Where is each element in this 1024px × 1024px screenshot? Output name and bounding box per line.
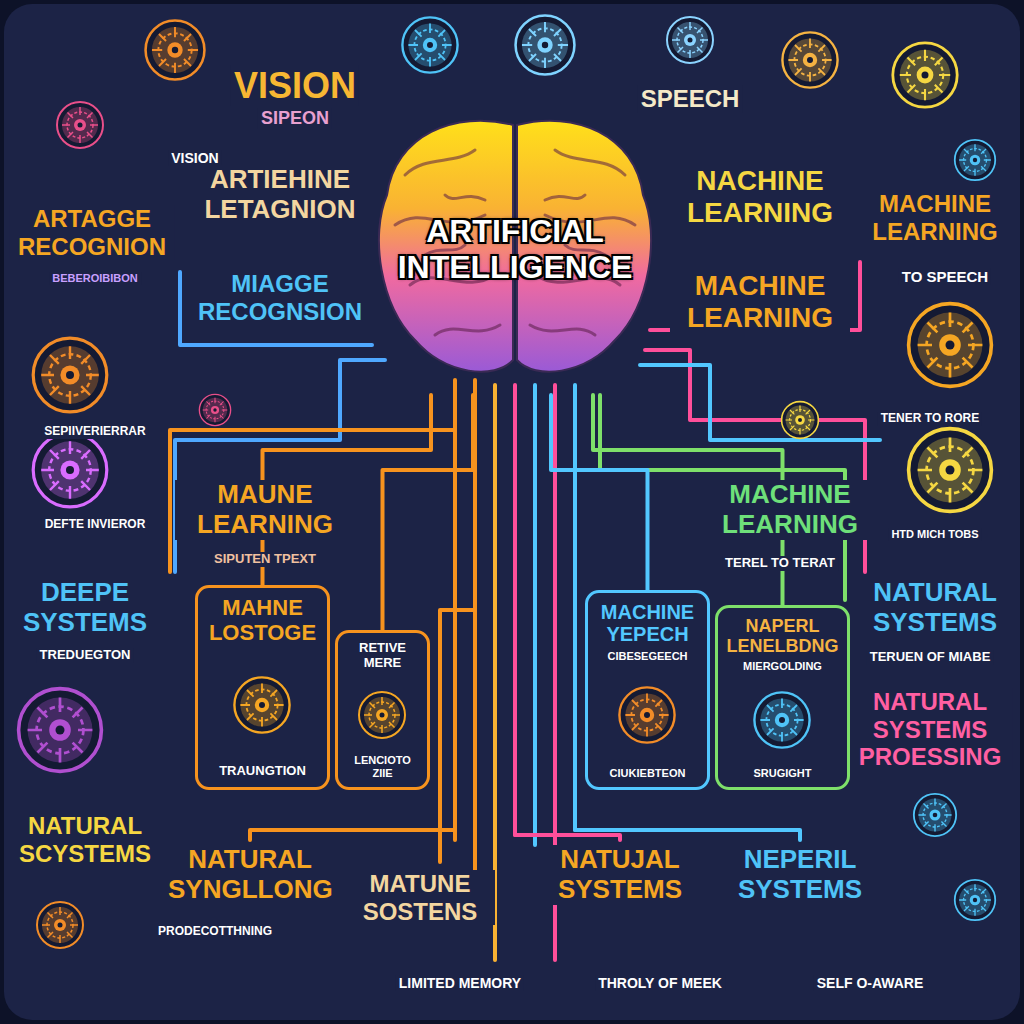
connector-wire bbox=[551, 395, 648, 590]
topic-heading: NATURAL SYSTEMS bbox=[860, 578, 1010, 638]
topic-heading: SIPEON bbox=[258, 108, 332, 129]
node-text: SRUGIGHT bbox=[724, 767, 841, 779]
node-text: MIERGOLDING bbox=[724, 660, 841, 672]
sub-label: SIPUTEN TPEXT bbox=[211, 552, 319, 567]
topic-heading: MACHINE LEARNING bbox=[690, 480, 890, 540]
sub-label: PRODECOTTHNING bbox=[155, 925, 275, 939]
sub-label: DEFTE INVIEROR bbox=[42, 518, 149, 532]
brain-node: ARTIFICIAL INTELLIGENCE bbox=[365, 105, 665, 395]
sub-label: TREDUEGTON bbox=[37, 648, 134, 663]
topic-panel: RETIVE MERE LENCIOTO ZIIE bbox=[335, 630, 430, 790]
sub-label: TENER TO RORE bbox=[878, 412, 982, 426]
sub-label: SEPIIVERIERRAR bbox=[41, 425, 148, 439]
node-text: TRAUNGTION bbox=[204, 764, 321, 779]
ground bbox=[4, 4, 1020, 1020]
topic-heading: MACHINE LEARNING bbox=[670, 270, 850, 334]
node-text: RETIVE MERE bbox=[344, 641, 421, 670]
topic-heading: NEPERIL SYSTEMS bbox=[715, 845, 885, 905]
topic-heading: NATURAL SCYSTEMS bbox=[10, 812, 160, 867]
topic-heading: ARTAGGE RECOGNION bbox=[10, 205, 175, 260]
node-text: MACHINE YEPECH bbox=[594, 601, 701, 646]
sub-label: THROLY OF MEEK bbox=[595, 975, 725, 991]
sub-label: TERUEN OF MIABE bbox=[867, 650, 994, 665]
topic-heading: SPEECH bbox=[638, 85, 743, 113]
topic-heading: MIAGGE RECOGNSION bbox=[190, 270, 370, 325]
node-text: CIUKIEBTEON bbox=[594, 767, 701, 779]
topic-heading: MAUNE LEARNING bbox=[175, 480, 355, 540]
sub-label: SELF O-AWARE bbox=[814, 975, 927, 991]
sub-label: TO SPEECH bbox=[899, 268, 991, 285]
node-text: ARTIFICIAL INTELLIGENCE bbox=[365, 214, 665, 286]
topic-heading: NACHINE LEARNING bbox=[670, 165, 850, 229]
topic-heading: VISION bbox=[231, 65, 359, 106]
sub-label: VISION bbox=[168, 150, 221, 166]
node-text: CIBESEGEECH bbox=[594, 650, 701, 662]
sub-label: TEREL TO TERAT bbox=[722, 556, 838, 571]
sub-label: HTD MICH TOBS bbox=[888, 528, 981, 541]
sub-label: LIMITED MEMORY bbox=[396, 975, 524, 991]
connector-wire bbox=[383, 395, 474, 630]
topic-heading: NATURAL SYSTEMS PROESSING bbox=[848, 688, 1013, 771]
topic-panel: NAPERL LENELBDNG MIERGOLDING SRUGIGHT bbox=[715, 605, 850, 790]
topic-heading: ARTIEHINE LETAGNION bbox=[190, 165, 370, 225]
sub-label: BEBEROIBIBON bbox=[49, 272, 141, 285]
topic-panel: MAHNE LOSTOGE TRAUNGTION bbox=[195, 585, 330, 790]
topic-heading: DEEPE SYSTEMS bbox=[10, 578, 160, 638]
icons bbox=[19, 16, 996, 948]
topic-heading: NATUJAL SYSTEMS bbox=[540, 845, 700, 905]
node-text: LENCIOTO ZIIE bbox=[344, 754, 421, 779]
topic-heading: MATUNE SOSTENS bbox=[345, 870, 495, 925]
topic-heading: NATURAL SYNGLLONG bbox=[165, 845, 335, 905]
node-text: NAPERL LENELBDNG bbox=[724, 616, 841, 656]
node-text: MAHNE LOSTOGE bbox=[204, 596, 321, 645]
topic-heading: MACHINE LEARNING bbox=[860, 190, 1010, 245]
topic-panel: MACHINE YEPECH CIBESEGEECH CIUKIEBTEON bbox=[585, 590, 710, 790]
